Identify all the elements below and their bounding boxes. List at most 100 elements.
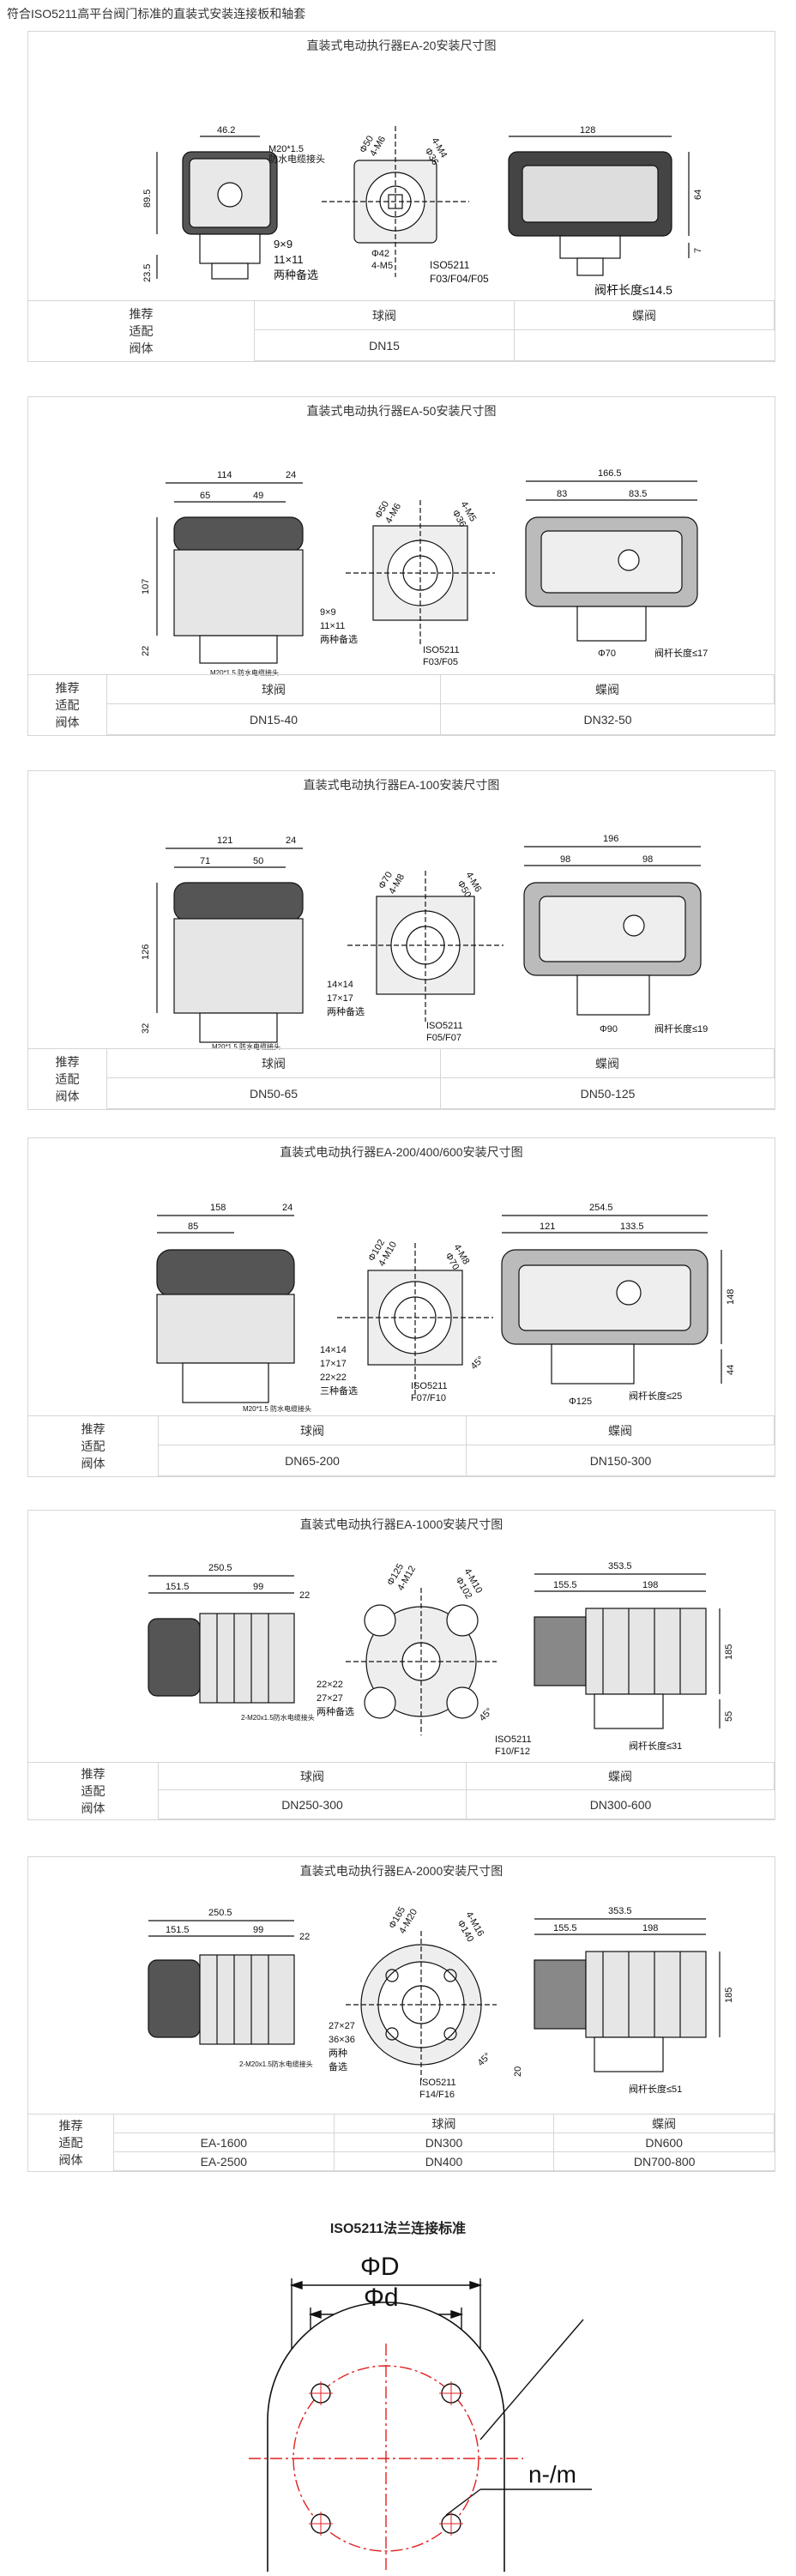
dim-label: 阀杆长度≤14.5 bbox=[594, 283, 672, 297]
col-header-butterfly: 蝶阀 bbox=[467, 1416, 775, 1445]
dim-label: 71 bbox=[200, 856, 210, 866]
phi-d-label: Φd bbox=[364, 2283, 399, 2312]
dim-label: 11×11 bbox=[274, 253, 304, 266]
dimension-drawing: 250.5 151.5 99 22 2-M20x1.5防水电缆接头 Φ125 4… bbox=[28, 1536, 775, 1763]
label-line: 推荐 bbox=[55, 1055, 80, 1069]
dim-label: 阀杆长度≤19 bbox=[654, 1023, 708, 1035]
dim-label: 198 bbox=[642, 1580, 658, 1590]
dim-label: 64 bbox=[693, 190, 703, 200]
dim-label: 17×17 bbox=[320, 1359, 347, 1369]
table-cell: DN400 bbox=[334, 2152, 555, 2171]
dim-label: 2-M20x1.5防水电缆接头 bbox=[239, 2060, 313, 2068]
dim-label: 9×9 bbox=[320, 607, 336, 618]
label-line: 适配 bbox=[129, 324, 154, 338]
dim-label: ISO5211 bbox=[495, 1734, 532, 1745]
table-cell: DN15-40 bbox=[107, 704, 441, 735]
dim-label: 98 bbox=[560, 854, 570, 865]
label-line: 适配 bbox=[81, 1784, 106, 1798]
dim-label: Φ90 bbox=[600, 1024, 618, 1035]
col-header-ball: 球阀 bbox=[159, 1763, 467, 1790]
col-header-ball: 球阀 bbox=[107, 1049, 441, 1078]
dim-label: 155.5 bbox=[553, 1580, 577, 1590]
table-cell: DN32-50 bbox=[441, 704, 775, 735]
label-line: 推荐 bbox=[81, 1422, 106, 1436]
dim-label: 185 bbox=[724, 1644, 734, 1660]
phi-D-label: ΦD bbox=[360, 2253, 400, 2281]
dim-label: 85 bbox=[188, 1222, 198, 1232]
dim-label: F07/F10 bbox=[411, 1393, 446, 1403]
table-cell-empty bbox=[114, 2114, 335, 2133]
dim-label: 254.5 bbox=[589, 1203, 613, 1213]
dimension-drawing: 114 24 65 49 107 22 M20*1.5 防水电缆接头 Φ50 4… bbox=[28, 423, 775, 680]
dim-label: F10/F12 bbox=[495, 1746, 530, 1757]
table-cell: EA-2500 bbox=[114, 2152, 335, 2171]
valve-table: 推荐 适配 阀体 球阀 蝶阀 DN250-300 DN300-600 bbox=[28, 1762, 775, 1819]
dim-label: ISO5211 bbox=[423, 645, 460, 655]
dim-label: 158 bbox=[210, 1203, 226, 1213]
dim-label: 两种备选 bbox=[274, 268, 318, 281]
dim-label: 121 bbox=[540, 1222, 555, 1232]
page-header: 符合ISO5211高平台阀门标准的直装式安装连接板和轴套 bbox=[7, 7, 306, 21]
dim-label: 两种 bbox=[329, 2047, 347, 2059]
dim-label: 2-M20x1.5防水电缆接头 bbox=[241, 1713, 315, 1722]
valve-table: 推荐 适配 阀体 球阀 蝶阀 EA-1600 DN300 DN600 EA-25… bbox=[28, 2114, 775, 2171]
label-line: 阀体 bbox=[58, 2153, 83, 2167]
dim-label: 65 bbox=[200, 491, 210, 501]
dim-label: 4-M5 bbox=[371, 261, 393, 271]
col-header-ball: 球阀 bbox=[255, 301, 515, 330]
section-title: 直装式电动执行器EA-100安装尺寸图 bbox=[303, 778, 500, 792]
section-ea200-400-600: 直装式电动执行器EA-200/400/600安装尺寸图 158 24 85 M2… bbox=[27, 1137, 775, 1477]
dim-label: 24 bbox=[286, 836, 296, 846]
dim-label: 114 bbox=[217, 470, 232, 480]
label-line: 适配 bbox=[81, 1439, 106, 1453]
dim-label: 121 bbox=[217, 836, 232, 846]
dimension-drawing: 250.5 151.5 99 22 2-M20x1.5防水电缆接头 Φ165 bbox=[28, 1883, 775, 2111]
table-cell: DN50-65 bbox=[107, 1078, 441, 1109]
dim-label: 阀杆长度≤31 bbox=[629, 1740, 682, 1752]
valve-table: 推荐 适配 阀体 球阀 蝶阀 DN15-40 DN32-50 bbox=[28, 674, 775, 735]
dim-label: 83.5 bbox=[629, 489, 647, 499]
table-label: 推荐 适配 阀体 bbox=[28, 1049, 107, 1109]
dim-label: 两种备选 bbox=[327, 1005, 365, 1017]
label-line: 阀体 bbox=[55, 715, 80, 729]
table-cell: DN50-125 bbox=[441, 1078, 775, 1109]
section-title: 直装式电动执行器EA-2000安装尺寸图 bbox=[299, 1864, 504, 1878]
valve-table: 推荐 适配 阀体 球阀 蝶阀 DN15 bbox=[28, 300, 775, 361]
section-ea100: 直装式电动执行器EA-100安装尺寸图 121 24 71 50 126 32 … bbox=[27, 770, 775, 1110]
dim-label: 250.5 bbox=[208, 1563, 232, 1573]
dim-label: 353.5 bbox=[608, 1561, 632, 1572]
table-label: 推荐 适配 阀体 bbox=[28, 1763, 159, 1819]
valve-table: 推荐 适配 阀体 球阀 蝶阀 DN65-200 DN150-300 bbox=[28, 1415, 775, 1476]
table-cell: DN15 bbox=[255, 330, 515, 361]
table-label: 推荐 适配 阀体 bbox=[28, 2114, 114, 2171]
dim-label: 128 bbox=[580, 125, 595, 136]
col-header-butterfly: 蝶阀 bbox=[554, 2114, 775, 2133]
dim-label: F14/F16 bbox=[419, 2090, 455, 2100]
valve-table: 推荐 适配 阀体 球阀 蝶阀 DN50-65 DN50-125 bbox=[28, 1048, 775, 1109]
table-cell: DN150-300 bbox=[467, 1445, 775, 1476]
dim-label: 185 bbox=[724, 1988, 734, 2003]
dim-label: 三种备选 bbox=[320, 1385, 358, 1397]
table-cell: DN600 bbox=[554, 2133, 775, 2152]
bolt-holes-label: n-/m bbox=[528, 2461, 576, 2488]
dimension-drawing: 158 24 85 M20*1.5 防水电缆接头 Φ102 4-M10 Φ70 … bbox=[28, 1164, 775, 1421]
col-header-ball: 球阀 bbox=[334, 2114, 555, 2133]
dim-label: 83 bbox=[557, 489, 567, 499]
dim-label: 17×17 bbox=[327, 993, 353, 1004]
dim-label: 9×9 bbox=[274, 238, 292, 250]
dim-label: 55 bbox=[724, 1711, 734, 1722]
dim-label: 备选 bbox=[329, 2060, 347, 2072]
dim-label: 阀杆长度≤51 bbox=[629, 2083, 682, 2095]
dim-label: F05/F07 bbox=[426, 1033, 461, 1043]
dim-label: ISO5211 bbox=[426, 1021, 463, 1031]
dim-label: 27×27 bbox=[317, 1693, 343, 1704]
dim-label: 99 bbox=[253, 1925, 263, 1935]
section-title: 直装式电动执行器EA-20安装尺寸图 bbox=[306, 39, 497, 52]
table-cell: EA-1600 bbox=[114, 2133, 335, 2152]
dim-label: 22 bbox=[299, 1932, 310, 1942]
dim-label: 22 bbox=[141, 646, 151, 656]
dim-label: 22×22 bbox=[320, 1372, 347, 1383]
label-line: 适配 bbox=[55, 698, 80, 712]
table-cell: DN300-600 bbox=[467, 1790, 775, 1819]
section-title: 直装式电动执行器EA-200/400/600安装尺寸图 bbox=[280, 1145, 523, 1159]
